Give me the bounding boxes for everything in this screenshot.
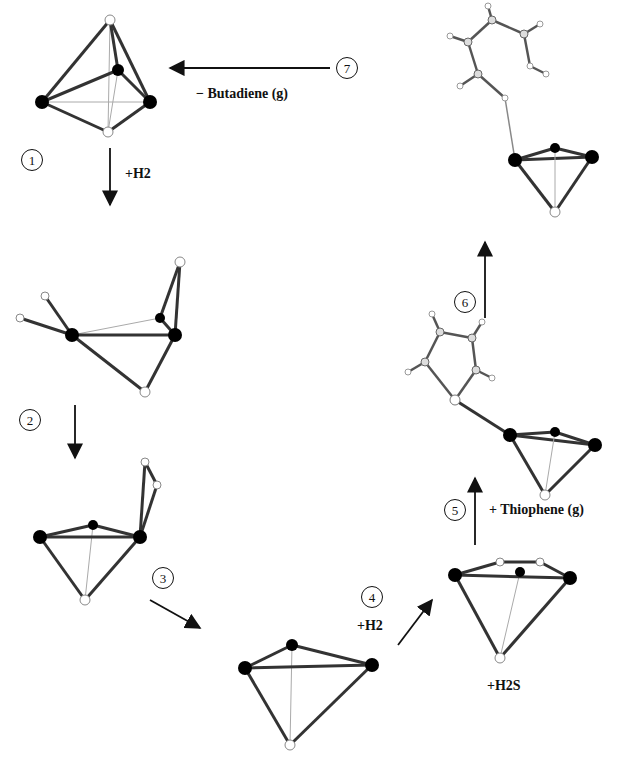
thiophene-complex	[405, 311, 602, 500]
step-number-text: 3	[160, 572, 167, 585]
cluster-structure	[33, 458, 161, 605]
butadiene-complex	[447, 3, 599, 217]
step-number: 2	[19, 409, 41, 431]
step-number: 1	[21, 149, 43, 171]
cluster-structure	[448, 558, 577, 663]
step-number-text: 2	[27, 414, 34, 427]
step-number-text: 4	[369, 591, 376, 604]
reagent-label: +H2S	[486, 678, 522, 693]
reaction-arrows	[75, 68, 485, 645]
reagent-label: +H2	[356, 618, 384, 633]
cluster-structure	[35, 15, 157, 137]
reagent-label: − Butadiene (g)	[195, 86, 289, 101]
cluster-structure	[238, 639, 379, 750]
step-number-text: 6	[462, 296, 469, 309]
step-number: 6	[454, 291, 476, 313]
reagent-label: + Thiophene (g)	[488, 502, 585, 517]
step-number-text: 1	[29, 154, 36, 167]
step-number: 4	[361, 586, 383, 608]
step-number-text: 7	[344, 62, 351, 75]
cluster-structure	[16, 257, 185, 397]
step-number: 5	[444, 499, 466, 521]
step-number-text: 5	[452, 504, 459, 517]
reagent-label: +H2	[124, 166, 152, 181]
step-number: 3	[152, 567, 174, 589]
step-number: 7	[336, 57, 358, 79]
